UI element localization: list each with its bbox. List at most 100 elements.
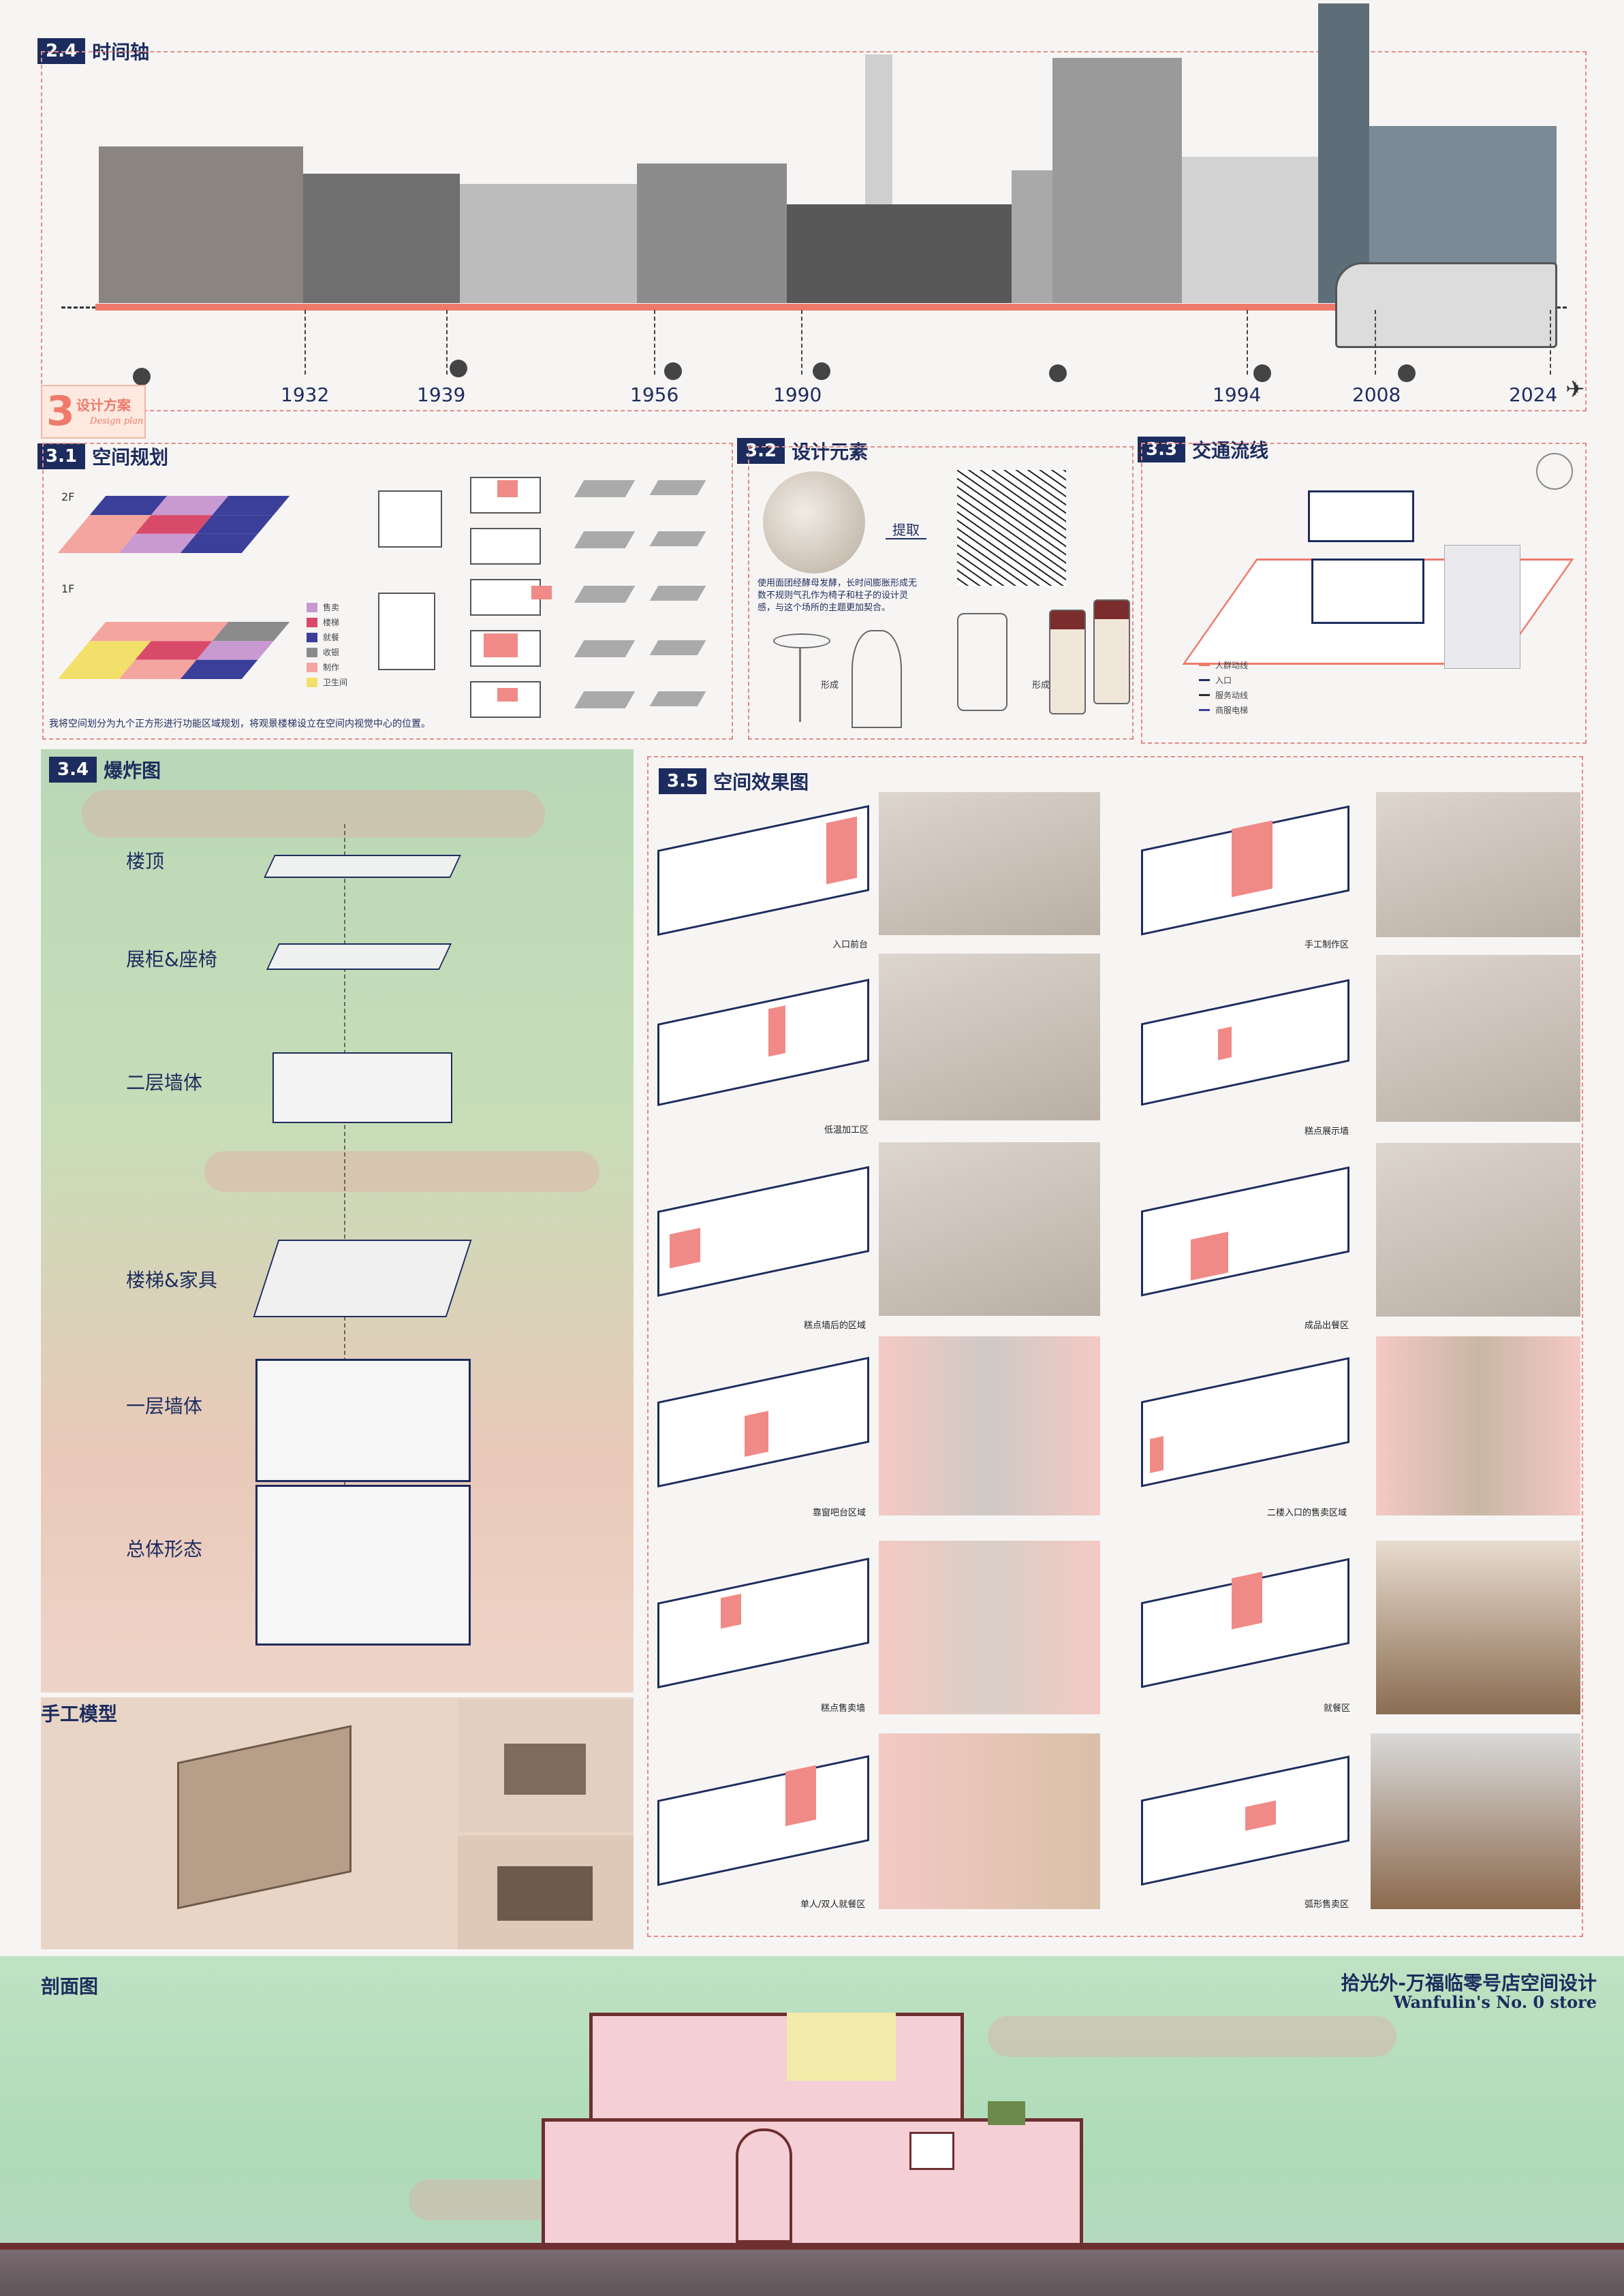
extract-label: 提取 bbox=[892, 522, 920, 538]
section-title: 剖面图 bbox=[41, 1975, 99, 1998]
circulation-building bbox=[1444, 545, 1520, 669]
showcase-layer bbox=[266, 943, 452, 970]
form-label: 形成 bbox=[821, 680, 839, 691]
legend-label: 人群动线 bbox=[1215, 661, 1249, 670]
legend-label: 楼梯 bbox=[323, 618, 340, 627]
section-lower-floor bbox=[542, 2118, 1083, 2251]
extract-arrow bbox=[886, 538, 926, 539]
legend-swatch bbox=[307, 602, 317, 612]
floor-2-label: 2F bbox=[61, 490, 75, 503]
legend-swatch bbox=[1199, 709, 1210, 711]
stool-2 bbox=[1093, 599, 1130, 704]
rendering-photo bbox=[879, 792, 1100, 935]
exploded-axis bbox=[344, 824, 345, 1505]
legend-label: 就餐 bbox=[323, 633, 340, 642]
legend-label: 收银 bbox=[323, 648, 340, 657]
section-upper-room bbox=[787, 2013, 896, 2081]
legend-swatch bbox=[307, 662, 317, 672]
project-title: 拾光外-万福临零号店空间设计 bbox=[1341, 1972, 1597, 1994]
legend-label: 服务动线 bbox=[1215, 691, 1249, 700]
renderings-title: 空间效果图 bbox=[713, 771, 809, 793]
rendering-caption: 低温加工区 bbox=[824, 1125, 869, 1135]
layer-label: 楼顶 bbox=[126, 850, 165, 872]
year-label: 1932 bbox=[281, 383, 330, 406]
space-planning-header: 3.1 空间规划 bbox=[37, 443, 168, 470]
rendering-caption: 单人/双人就餐区 bbox=[800, 1900, 866, 1910]
model-building-3 bbox=[497, 1866, 593, 1921]
exploded-number: 3.4 bbox=[49, 757, 97, 783]
fire-icon bbox=[133, 368, 151, 386]
model-building-2 bbox=[504, 1744, 586, 1795]
layer-label: 二层墙体 bbox=[126, 1071, 203, 1094]
layer-label: 一层墙体 bbox=[126, 1395, 203, 1417]
layer-label: 总体形态 bbox=[126, 1538, 203, 1560]
design-elements-frame bbox=[748, 446, 1134, 740]
cloud-icon bbox=[450, 360, 467, 377]
rendering-caption: 糕点展示墙 bbox=[1305, 1127, 1349, 1137]
design-elements-text: 使用面团经酵母发酵，长时间膨胀形成无数不规则气孔作为椅子和柱子的设计灵感，与这个… bbox=[758, 578, 918, 613]
tower-icon bbox=[1253, 364, 1271, 382]
legend-swatch bbox=[307, 617, 317, 627]
dough-photo bbox=[763, 471, 865, 573]
rendering-photo bbox=[1376, 1541, 1580, 1714]
design-elements-header: 3.2 设计元素 bbox=[737, 437, 868, 465]
layer-label: 楼梯&家具 bbox=[126, 1269, 217, 1291]
column-element bbox=[852, 630, 902, 728]
rendering-caption: 成品出餐区 bbox=[1305, 1321, 1349, 1331]
compass-icon bbox=[1536, 453, 1573, 490]
timeline-frame bbox=[41, 51, 1587, 411]
rendering-caption: 就餐区 bbox=[1324, 1703, 1351, 1714]
rendering-photo bbox=[1376, 792, 1580, 937]
legend-label: 卫生间 bbox=[323, 678, 348, 687]
rendering-photo bbox=[879, 1541, 1100, 1714]
space-planning-number: 3.1 bbox=[37, 443, 86, 469]
rendering-photo bbox=[879, 1733, 1100, 1909]
overall-form bbox=[255, 1485, 471, 1646]
rendering-photo bbox=[1376, 1143, 1580, 1317]
legend-swatch bbox=[307, 647, 317, 657]
stool-1 bbox=[1049, 610, 1086, 714]
rendering-photo bbox=[1376, 955, 1580, 1122]
design-plan-badge: 3 设计方案 Design plan bbox=[41, 385, 146, 439]
rendering-photo bbox=[1376, 1336, 1580, 1515]
table-element bbox=[773, 633, 830, 648]
legend-label: 售卖 bbox=[323, 603, 340, 612]
year-label: 1939 bbox=[417, 383, 466, 406]
pattern-extract bbox=[957, 470, 1066, 586]
design-plan-number: 3 bbox=[46, 388, 75, 435]
rendering-photo bbox=[879, 1142, 1100, 1316]
design-plan-title: 设计方案 bbox=[76, 397, 131, 413]
train-icon bbox=[1049, 364, 1067, 382]
design-elements-title: 设计元素 bbox=[792, 441, 869, 463]
renderings-frame bbox=[647, 756, 1583, 1937]
legend-swatch bbox=[1199, 664, 1210, 666]
rendering-caption: 糕点售卖墙 bbox=[821, 1703, 866, 1714]
first-floor-walls bbox=[255, 1359, 471, 1482]
cloud-icon bbox=[664, 362, 682, 380]
exploded-header: 3.4 爆炸图 bbox=[49, 756, 161, 783]
design-plan-subtitle: Design plan bbox=[90, 416, 144, 426]
circulation-level-1 bbox=[1311, 559, 1424, 624]
ground-line bbox=[0, 2243, 1624, 2250]
ground-band bbox=[0, 2250, 1624, 2296]
project-subtitle: Wanfulin's No. 0 store bbox=[1393, 1992, 1597, 2012]
year-label: 1956 bbox=[630, 383, 679, 406]
circulation-level-2 bbox=[1308, 490, 1414, 542]
section-plant bbox=[988, 2101, 1025, 2125]
design-elements-number: 3.2 bbox=[737, 438, 785, 464]
exploded-title: 爆炸图 bbox=[104, 759, 161, 782]
rendering-caption: 二楼入口的售卖区域 bbox=[1267, 1508, 1347, 1518]
renderings-header: 3.5 空间效果图 bbox=[659, 768, 809, 795]
legend-label: 制作 bbox=[323, 663, 340, 672]
section-upper-floor bbox=[589, 2013, 964, 2125]
rendering-photo bbox=[879, 954, 1100, 1120]
rendering-caption: 靠窗吧台区域 bbox=[813, 1508, 866, 1518]
section-arch-door bbox=[736, 2128, 792, 2243]
legend-swatch bbox=[1199, 694, 1210, 696]
circulation-frame bbox=[1141, 443, 1587, 744]
table-leg bbox=[799, 647, 801, 722]
floor-1-label: 1F bbox=[61, 582, 75, 595]
legend-swatch bbox=[307, 677, 317, 687]
rendering-photo bbox=[879, 1336, 1100, 1515]
rendering-caption: 弧形售卖区 bbox=[1305, 1900, 1349, 1910]
